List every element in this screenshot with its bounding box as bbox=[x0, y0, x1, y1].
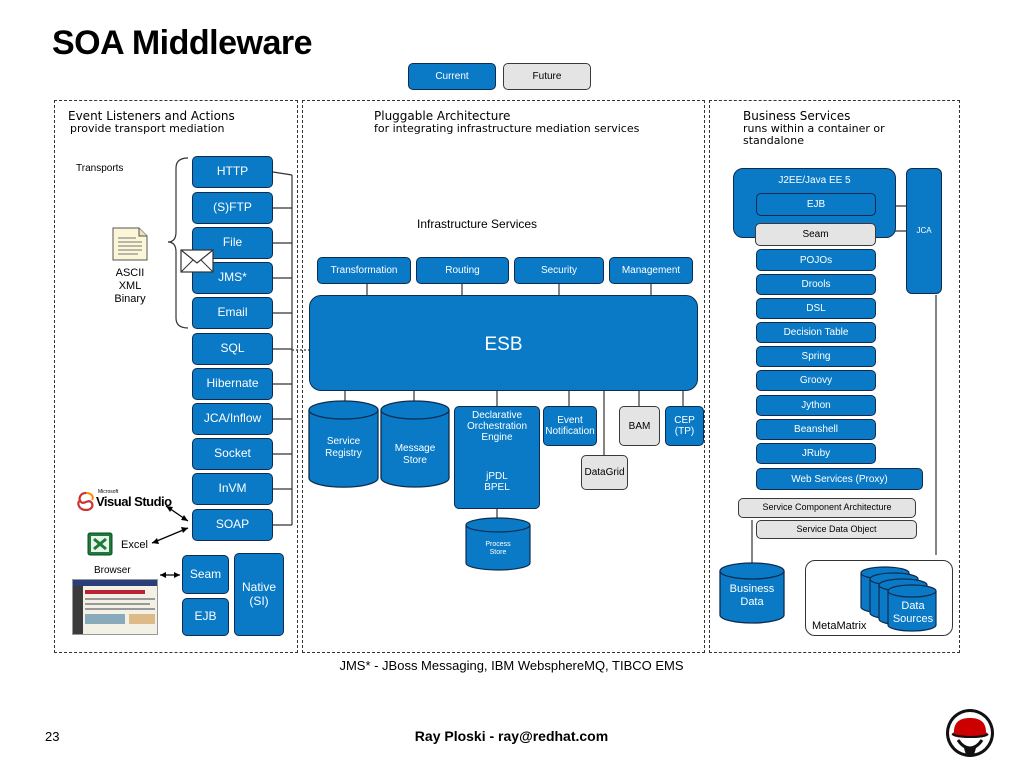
transports-label: Transports bbox=[76, 163, 124, 174]
message-store-cylinder[interactable]: Message Store bbox=[380, 400, 450, 488]
sdo-box[interactable]: Service Data Object bbox=[756, 520, 917, 539]
format-binary: Binary bbox=[114, 293, 146, 306]
orchestration-box[interactable]: Declarative Orchestration Engine jPDL BP… bbox=[454, 406, 540, 509]
ejb-business-box[interactable]: EJB bbox=[756, 193, 876, 216]
browser-label: Browser bbox=[94, 565, 131, 576]
sca-box[interactable]: Service Component Architecture bbox=[738, 498, 916, 518]
visual-studio-label: Visual Studio bbox=[96, 494, 172, 509]
document-icon bbox=[112, 227, 148, 261]
formats-list: ASCII XML Binary bbox=[106, 267, 154, 307]
transport-sftp[interactable]: (S)FTP bbox=[192, 192, 273, 224]
transformation-service[interactable]: Transformation bbox=[317, 257, 411, 284]
message-store-label: Message Store bbox=[394, 443, 436, 466]
esb-box[interactable]: ESB bbox=[309, 295, 698, 391]
management-service[interactable]: Management bbox=[609, 257, 693, 284]
redhat-logo bbox=[946, 709, 994, 757]
datagrid-box[interactable]: DataGrid bbox=[581, 455, 628, 490]
cep-box[interactable]: CEP (TP) bbox=[665, 406, 704, 446]
native-si-box[interactable]: Native (SI) bbox=[234, 553, 284, 636]
event-listeners-panel bbox=[54, 100, 298, 653]
dsl-box[interactable]: DSL bbox=[756, 298, 876, 319]
middle-panel-subtitle: for integrating infrastructure mediation… bbox=[374, 122, 640, 135]
business-data-cylinder[interactable]: Business Data bbox=[719, 562, 785, 624]
jpdl-bpel-label: jPDL BPEL bbox=[484, 471, 510, 493]
orchestration-label: Declarative Orchestration Engine bbox=[466, 410, 528, 443]
transport-hibernate[interactable]: Hibernate bbox=[192, 368, 273, 400]
decision-table-box[interactable]: Decision Table bbox=[756, 322, 876, 343]
service-registry-cylinder[interactable]: Service Registry bbox=[308, 400, 379, 488]
future-button[interactable]: Future bbox=[503, 63, 591, 90]
excel-label: Excel bbox=[121, 539, 148, 551]
right-panel-title: Business Services bbox=[743, 109, 851, 123]
visual-studio-icon bbox=[77, 491, 94, 511]
data-sources-stack bbox=[860, 566, 937, 632]
business-data-label: Business Data bbox=[729, 583, 775, 608]
service-registry-label: Service Registry bbox=[325, 436, 362, 459]
process-store-shape bbox=[465, 517, 531, 571]
footer-author: Ray Ploski - ray@redhat.com bbox=[414, 728, 609, 744]
jms-footnote: JMS* - JBoss Messaging, IBM WebsphereMQ,… bbox=[339, 658, 684, 673]
jca-box[interactable]: JCA bbox=[906, 168, 942, 294]
jruby-box[interactable]: JRuby bbox=[756, 443, 876, 464]
process-store-cylinder[interactable]: Process Store bbox=[465, 517, 531, 571]
transport-invm[interactable]: InVM bbox=[192, 473, 273, 505]
drools-box[interactable]: Drools bbox=[756, 274, 876, 295]
infrastructure-label: Infrastructure Services bbox=[417, 217, 538, 231]
service-registry-shape bbox=[308, 400, 379, 488]
transport-soap[interactable]: SOAP bbox=[192, 509, 273, 541]
bam-box[interactable]: BAM bbox=[619, 406, 660, 446]
business-data-shape bbox=[719, 562, 785, 624]
business-services-panel bbox=[709, 100, 960, 653]
visual-studio-brand: Microsoft bbox=[98, 489, 119, 495]
envelope-icon bbox=[180, 249, 214, 273]
browser-screenshot bbox=[72, 579, 158, 635]
message-store-shape bbox=[380, 400, 450, 488]
web-services-box[interactable]: Web Services (Proxy) bbox=[756, 468, 923, 490]
beanshell-box[interactable]: Beanshell bbox=[756, 419, 876, 440]
process-store-label: Process Store bbox=[485, 541, 511, 557]
pluggable-architecture-panel bbox=[302, 100, 705, 653]
transport-sql[interactable]: SQL bbox=[192, 333, 273, 365]
jython-box[interactable]: Jython bbox=[756, 395, 876, 416]
transport-socket[interactable]: Socket bbox=[192, 438, 273, 470]
security-service[interactable]: Security bbox=[514, 257, 604, 284]
spring-box[interactable]: Spring bbox=[756, 346, 876, 367]
metamatrix-label: MetaMatrix bbox=[812, 620, 867, 632]
routing-service[interactable]: Routing bbox=[416, 257, 509, 284]
right-panel-subtitle: runs within a container or standalone bbox=[743, 122, 885, 147]
left-panel-title: Event Listeners and Actions bbox=[68, 109, 235, 123]
seam-business-box[interactable]: Seam bbox=[755, 223, 876, 246]
current-button[interactable]: Current bbox=[408, 63, 496, 90]
seam-box[interactable]: Seam bbox=[182, 555, 229, 594]
ejb-box[interactable]: EJB bbox=[182, 598, 229, 636]
groovy-box[interactable]: Groovy bbox=[756, 370, 876, 391]
transport-email[interactable]: Email bbox=[192, 297, 273, 329]
transport-http[interactable]: HTTP bbox=[192, 156, 273, 188]
data-sources-label: Data Sources bbox=[892, 600, 934, 625]
excel-icon bbox=[87, 532, 113, 556]
page-title: SOA Middleware bbox=[52, 24, 313, 62]
visual-studio-logo: Microsoft Visual Studio bbox=[76, 489, 172, 513]
pojos-box[interactable]: POJOs bbox=[756, 249, 876, 271]
left-panel-subtitle: provide transport mediation bbox=[70, 122, 225, 135]
transport-jca-inflow[interactable]: JCA/Inflow bbox=[192, 403, 273, 435]
format-ascii: ASCII bbox=[115, 267, 145, 279]
format-xml: XML bbox=[118, 280, 142, 293]
middle-panel-title: Pluggable Architecture bbox=[374, 109, 511, 123]
event-notification-box[interactable]: Event Notification bbox=[543, 406, 597, 446]
page-number: 23 bbox=[45, 729, 60, 744]
